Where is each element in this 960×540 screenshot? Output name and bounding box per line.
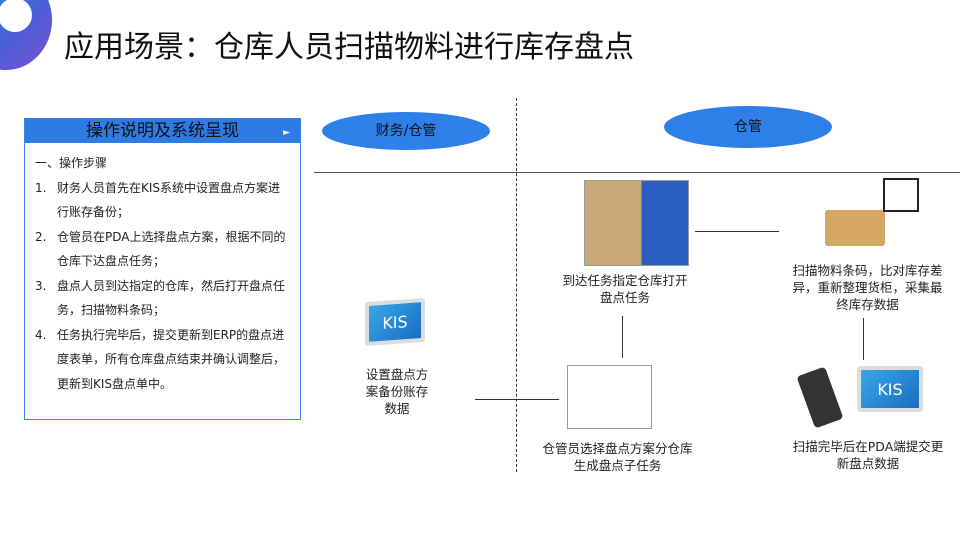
logo (0, 0, 52, 70)
lane-finance: 财务/仓管 (322, 112, 490, 150)
step-setup-caption: 设置盘点方案备份账存数据 (365, 367, 429, 416)
pda-screen-image (883, 178, 919, 212)
kis-monitor-icon: KIS (365, 297, 425, 347)
arrow-right (695, 231, 779, 232)
step-arrive-caption: 到达任务指定仓库打开盘点任务 (562, 273, 688, 305)
step-number: 3. (35, 278, 47, 293)
page-title: 应用场景：仓库人员扫描物料进行库存盘点 (64, 30, 634, 65)
kis-label: KIS (877, 379, 903, 399)
step-scan-caption: 扫描物料条码，比对库存差异，重新整理货柜，采集最终库存数据 (792, 263, 943, 312)
step-item: 2. 仓管员在PDA上选择盘点方案，根据不同的仓库下达盘点任务； (35, 225, 290, 274)
step-number: 1. (35, 180, 47, 195)
kis-label: KIS (382, 311, 408, 333)
kis-monitor-icon: KIS (857, 366, 923, 412)
step-submit-caption: 扫描完毕后在PDA端提交更新盘点数据 (792, 439, 944, 471)
step-item: 4. 任务执行完毕后，提交更新到ERP的盘点进度表单，所有仓库盘点结束并确认调整后… (35, 323, 290, 397)
step-item: 3. 盘点人员到达指定的仓库，然后打开盘点任务，扫描物料条码； (35, 274, 290, 323)
panel-header: 操作说明及系统呈现 ► (25, 119, 300, 143)
panel-heading: 操作说明及系统呈现 (86, 121, 239, 141)
step-select-caption: 仓管员选择盘点方案分仓库生成盘点子任务 (542, 441, 693, 473)
section-title: 一、操作步骤 (35, 156, 108, 170)
step-text: 任务执行完毕后，提交更新到ERP的盘点进度表单，所有仓库盘点结束并确认调整后，更… (57, 327, 286, 391)
arrow-right (475, 399, 559, 400)
boxes-image (825, 210, 885, 246)
step-text: 仓管员在PDA上选择盘点方案，根据不同的仓库下达盘点任务； (57, 229, 286, 269)
lane-divider (516, 98, 517, 472)
step-item: 1. 财务人员首先在KIS系统中设置盘点方案进行账存备份； (35, 176, 290, 225)
warehouse-scan-image (584, 180, 689, 266)
inventory-sheet-image (567, 365, 652, 429)
step-number: 2. (35, 229, 47, 244)
step-text: 财务人员首先在KIS系统中设置盘点方案进行账存备份； (57, 180, 281, 220)
lane-warehouse: 仓管 (664, 106, 832, 148)
arrow-down (863, 318, 864, 360)
pda-device-image (796, 366, 844, 429)
step-number: 4. (35, 327, 47, 342)
lane-header-line (314, 172, 960, 173)
triangle-icon: ► (283, 128, 290, 138)
instructions-panel: 操作说明及系统呈现 ► 一、操作步骤 1. 财务人员首先在KIS系统中设置盘点方案进… (24, 118, 301, 420)
arrow-up (622, 316, 623, 358)
step-text: 盘点人员到达指定的仓库，然后打开盘点任务，扫描物料条码； (57, 278, 286, 318)
